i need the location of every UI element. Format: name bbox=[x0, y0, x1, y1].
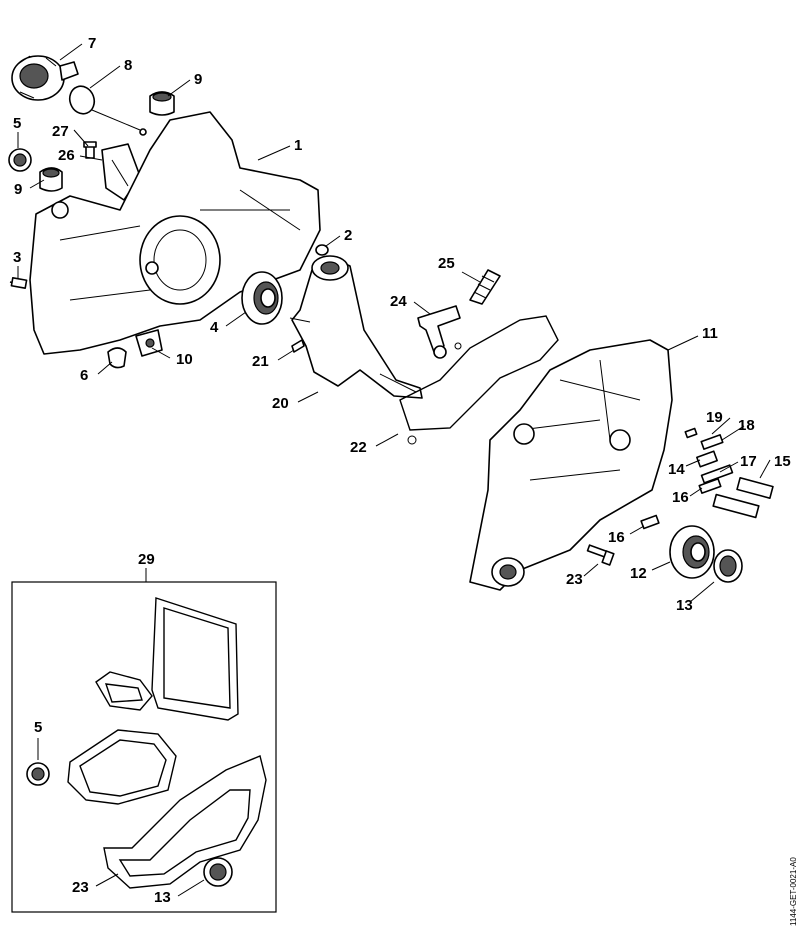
oil-seal-part bbox=[8, 148, 32, 172]
crankcase-left-part bbox=[29, 111, 321, 355]
reference-code: 1144-GET-0021-A0 bbox=[789, 857, 798, 926]
stud-part bbox=[700, 434, 724, 450]
screw-part bbox=[586, 544, 615, 566]
callout-12: 12 bbox=[630, 565, 647, 582]
callout-14: 14 bbox=[668, 461, 685, 478]
callout-1: 1 bbox=[294, 137, 302, 154]
callout-3: 3 bbox=[13, 249, 21, 266]
callout-7: 7 bbox=[88, 35, 96, 52]
callout-9: 9 bbox=[194, 71, 202, 88]
callout-8: 8 bbox=[124, 57, 132, 74]
callout-6: 6 bbox=[80, 367, 88, 384]
callout-4: 4 bbox=[210, 319, 219, 336]
plug-part bbox=[107, 347, 127, 369]
callout-13: 13 bbox=[676, 597, 693, 614]
callout-16-final: 16 bbox=[608, 529, 625, 546]
callout-27: 26 bbox=[58, 147, 75, 164]
callout-25: 24 bbox=[390, 293, 407, 310]
kit-gasket-cylinder bbox=[67, 729, 177, 805]
pin-part bbox=[684, 427, 698, 439]
stud-part bbox=[712, 477, 774, 519]
screw-part bbox=[83, 141, 97, 159]
kit-gasket-small bbox=[95, 671, 153, 711]
annular-buffer-part bbox=[39, 167, 63, 192]
gasket-part bbox=[399, 315, 559, 445]
callout-11: 11 bbox=[702, 325, 718, 342]
callout-19: 18 bbox=[738, 417, 755, 434]
kit-label-29: 29 bbox=[138, 551, 155, 568]
ball-bearing-part bbox=[241, 271, 283, 325]
callout-18: 17 bbox=[740, 453, 757, 470]
callout-21: 20 bbox=[272, 395, 289, 412]
o-ring-part bbox=[68, 85, 147, 136]
kit-oil-seal bbox=[203, 857, 233, 887]
callout-20: 19 bbox=[706, 409, 723, 426]
leader-lines bbox=[17, 43, 771, 897]
callout-23: 22 bbox=[350, 439, 367, 456]
ball-bearing-part bbox=[669, 525, 715, 579]
oil-seal-part bbox=[713, 549, 743, 583]
kit-oil-seal bbox=[26, 762, 50, 786]
crankcase-right-part bbox=[469, 339, 673, 591]
callout-24: 23 bbox=[566, 571, 583, 588]
gasket-kit-box bbox=[11, 581, 277, 913]
callout-2: 2 bbox=[344, 227, 352, 244]
callout-5: 5 bbox=[13, 115, 21, 132]
callout-22: 21 bbox=[252, 353, 269, 370]
kit-gasket-crankcase bbox=[103, 755, 267, 889]
callout-26: 25 bbox=[438, 255, 455, 272]
pickup-tube-part bbox=[417, 305, 461, 359]
callout-28: 27 bbox=[52, 123, 69, 140]
clip-part bbox=[135, 329, 163, 357]
screw-part bbox=[9, 277, 28, 289]
stud-part bbox=[696, 450, 718, 468]
pickup-screw-part bbox=[469, 269, 501, 305]
annular-buffer-part bbox=[149, 91, 175, 116]
kit-gasket-large bbox=[151, 597, 239, 721]
kit-callout-23: 23 bbox=[72, 879, 89, 896]
oil-pump-part bbox=[11, 55, 79, 101]
spring-part bbox=[640, 514, 660, 530]
kit-callout-13: 13 bbox=[154, 889, 171, 906]
callout-15: 15 bbox=[774, 453, 791, 470]
sleeve-part bbox=[315, 244, 329, 256]
callout-10: 10 bbox=[176, 351, 193, 368]
cover-part bbox=[101, 143, 141, 201]
callout-17: 16 bbox=[672, 489, 689, 506]
callout-9: 9 bbox=[14, 181, 22, 198]
crankshaft-part bbox=[289, 255, 423, 399]
stud-part bbox=[698, 478, 722, 494]
kit-callout-5: 5 bbox=[34, 719, 42, 736]
